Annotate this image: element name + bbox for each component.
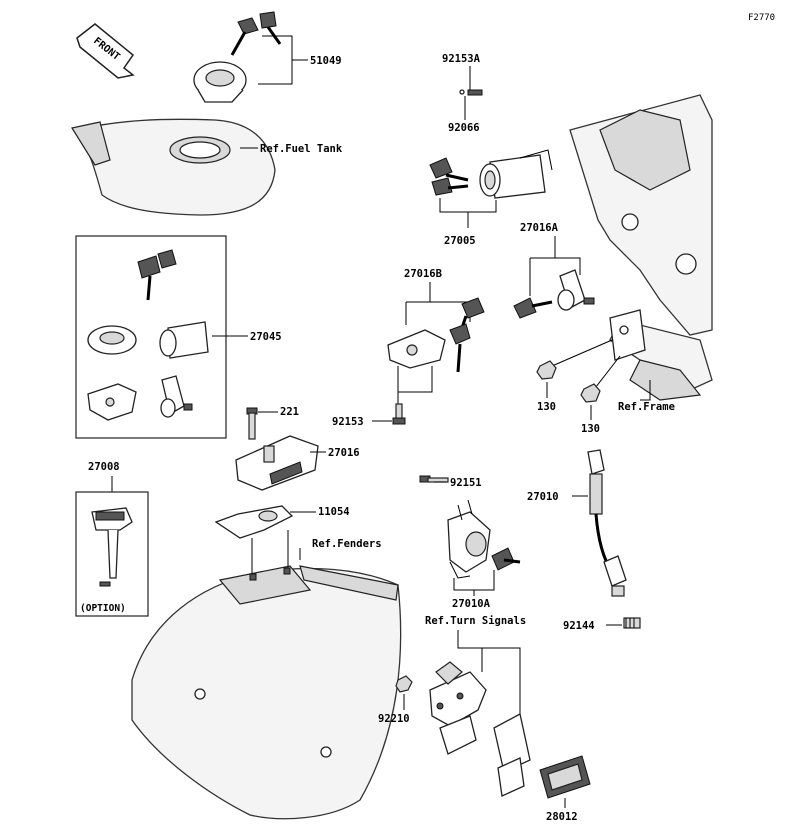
ref-fuel-tank: Ref.Fuel Tank <box>260 143 343 155</box>
label-92066: 92066 <box>448 122 480 134</box>
leader-fender-mount <box>251 530 301 574</box>
label-27010A: 27010A <box>452 598 491 610</box>
key-icon <box>429 157 469 196</box>
label-221: 221 <box>280 406 299 418</box>
spring-92144 <box>623 617 641 629</box>
ref-turn-signals: Ref.Turn Signals <box>425 615 526 627</box>
label-92153: 92153 <box>332 416 364 428</box>
ref-frame: Ref.Frame <box>618 401 675 413</box>
nut-130-a <box>536 360 557 380</box>
label-27005: 27005 <box>444 235 476 247</box>
label-130-b: 130 <box>581 423 600 435</box>
label-92153A: 92153A <box>442 53 481 65</box>
label-28012: 28012 <box>546 811 578 823</box>
label-27008: 27008 <box>88 461 120 473</box>
key-icon <box>513 297 553 319</box>
label-92210: 92210 <box>378 713 410 725</box>
key-blank-icon <box>91 507 133 587</box>
fuel-tank-illustration <box>71 118 276 216</box>
fuel-cap-51049 <box>193 61 247 103</box>
leader-92153 <box>397 366 433 404</box>
frame-illustration <box>569 94 713 401</box>
bolt-92153 <box>392 403 406 425</box>
nut-130-b <box>580 383 601 403</box>
fender-illustration <box>131 565 402 820</box>
ignition-switch-27010A <box>447 499 521 579</box>
label-27016: 27016 <box>328 447 360 459</box>
leader-130-a <box>551 339 613 367</box>
switch-cable-27010 <box>587 449 627 597</box>
leader-frame <box>640 380 651 401</box>
label-92151: 92151 <box>450 477 482 489</box>
label-92144: 92144 <box>563 620 595 632</box>
bolt-221 <box>246 407 258 440</box>
bracket-on-frame <box>609 309 646 361</box>
screw-92153A <box>459 89 483 96</box>
leader-27016B <box>405 282 471 325</box>
label-27045: 27045 <box>250 331 282 343</box>
option-label: (OPTION) <box>80 603 126 614</box>
kit-contents-27045 <box>87 249 209 421</box>
key-icon <box>230 11 282 56</box>
bracket-11054 <box>214 505 294 539</box>
label-27016A: 27016A <box>520 222 559 234</box>
reflector-28012 <box>539 755 591 799</box>
label-130-a: 130 <box>537 401 556 413</box>
lock-27016A <box>557 269 595 311</box>
bolt-92151 <box>419 475 449 483</box>
ref-fenders: Ref.Fenders <box>312 538 382 550</box>
turn-signal-bracket <box>429 661 531 797</box>
nut-92210 <box>395 675 413 693</box>
label-27016B: 27016B <box>404 268 442 280</box>
label-11054: 11054 <box>318 506 350 518</box>
label-27010: 27010 <box>527 491 559 503</box>
leader-130-b <box>591 355 621 393</box>
leader-27016A <box>529 236 581 296</box>
ignition-switch-27005 <box>479 149 553 199</box>
leader-turn-signals <box>457 630 521 760</box>
figure-code: F2770 <box>748 13 775 23</box>
front-arrow-icon: FRONT <box>76 23 135 79</box>
label-51049: 51049 <box>310 55 342 67</box>
lock-27016 <box>235 435 319 491</box>
leader-27010A <box>453 570 495 596</box>
lock-27016B <box>387 329 446 369</box>
key-icon <box>449 297 485 373</box>
leader-51049 <box>258 35 308 85</box>
leader-27005 <box>439 198 497 228</box>
